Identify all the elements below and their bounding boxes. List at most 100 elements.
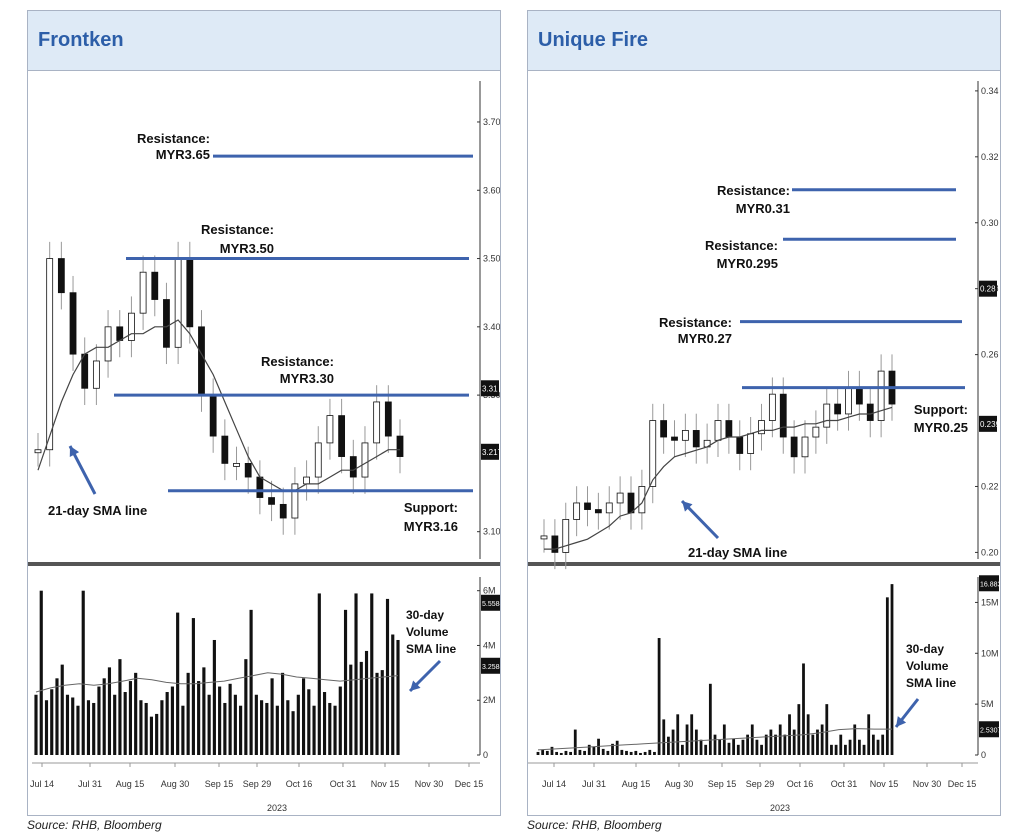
- price-candle: [128, 312, 135, 341]
- volume-bar: [634, 750, 638, 755]
- volume-bar: [186, 672, 190, 755]
- pane-separator: [528, 562, 1000, 566]
- volume-bar: [708, 683, 712, 755]
- price-candle: [714, 420, 722, 441]
- volume-bar: [853, 724, 857, 755]
- volume-bar: [76, 705, 80, 755]
- volume-bar: [606, 750, 610, 755]
- volume-bar: [844, 744, 847, 755]
- volume-bar: [727, 742, 731, 755]
- volume-bar: [44, 700, 49, 755]
- level-label: Resistance:: [659, 315, 732, 330]
- price-candle: [812, 426, 820, 438]
- price-candle: [845, 387, 852, 415]
- volume-bar: [296, 694, 300, 755]
- volume-tag-box: [481, 657, 500, 674]
- level-label: Support:: [404, 500, 458, 515]
- price-tick-label: 3.60: [483, 185, 500, 195]
- pane-separator: [28, 562, 500, 566]
- volume-bar: [871, 734, 875, 755]
- volume-bar: [667, 736, 670, 755]
- price-candle: [256, 476, 264, 498]
- date-tick-label: Aug 15: [116, 779, 145, 789]
- volume-bar: [322, 692, 327, 755]
- level-label: Support:: [914, 402, 968, 417]
- volume-annotation: SMA line: [906, 676, 957, 690]
- volume-bar: [60, 664, 64, 755]
- price-candle: [638, 486, 646, 514]
- price-candle: [551, 535, 559, 553]
- price-candle: [562, 519, 570, 553]
- volume-bar: [774, 734, 777, 755]
- volume-bar: [349, 664, 353, 755]
- volume-bar: [848, 739, 852, 755]
- volume-bar: [139, 700, 143, 755]
- volume-bar: [653, 751, 656, 755]
- price-candle: [116, 326, 124, 341]
- volume-bar: [370, 593, 374, 755]
- volume-bar: [569, 751, 573, 755]
- volume-annotation: 30-day: [406, 608, 444, 622]
- price-candle: [573, 502, 581, 520]
- volume-bar: [312, 705, 316, 755]
- volume-bar: [685, 724, 689, 755]
- volume-bar: [834, 744, 838, 755]
- price-candle: [747, 433, 755, 454]
- volume-bar: [713, 734, 717, 755]
- volume-tick-label: 5M: [981, 699, 994, 709]
- volume-tag-label: 3.2585M: [482, 664, 500, 671]
- volume-bar: [380, 670, 384, 755]
- volume-tick-label: 6M: [483, 586, 496, 596]
- volume-bar: [890, 584, 894, 755]
- level-value-label: MYR0.31: [736, 201, 790, 216]
- volume-bar: [857, 739, 861, 755]
- level-label: Resistance:: [705, 238, 778, 253]
- volume-bar: [811, 734, 815, 755]
- price-candle: [279, 503, 287, 519]
- price-tick-label: 0.26: [981, 350, 999, 360]
- price-tick-label: 0.34: [981, 86, 999, 96]
- volume-bar: [550, 746, 554, 755]
- volume-bar: [391, 634, 395, 755]
- volume-bar: [769, 729, 773, 755]
- price-tag-label: 0.239: [980, 420, 1000, 429]
- volume-bar: [233, 694, 237, 755]
- date-tick-label: Jul 14: [30, 779, 54, 789]
- unique-fire-chart: 0.340.320.300.280.260.220.200.280.239Res…: [528, 81, 1000, 813]
- volume-tag-label: 16.8831M: [980, 581, 1000, 588]
- volume-bar: [746, 734, 750, 755]
- volume-bar: [611, 743, 614, 755]
- volume-bar: [741, 739, 745, 755]
- volume-bar: [573, 729, 577, 755]
- volume-bar: [212, 639, 216, 755]
- frontken-header: Frontken: [28, 11, 500, 71]
- volume-bar: [144, 702, 148, 755]
- sma-arrow-head: [69, 446, 80, 457]
- date-tick-label: Oct 16: [787, 779, 814, 789]
- volume-tag-box: [979, 575, 999, 592]
- volume-bar: [564, 750, 568, 755]
- price-candle: [396, 435, 404, 457]
- volume-annotation: Volume: [406, 625, 449, 639]
- volume-arrow-head: [896, 716, 907, 727]
- sma-21-line: [37, 319, 400, 492]
- price-tick-label: 3.50: [483, 254, 500, 264]
- volume-bar: [354, 593, 358, 755]
- date-tick-label: Sep 29: [746, 779, 775, 789]
- volume-bar: [359, 661, 363, 755]
- price-candle: [616, 492, 624, 504]
- volume-sma-line: [537, 728, 892, 751]
- price-candle: [768, 393, 776, 421]
- level-value-label: MYR3.65: [156, 147, 210, 162]
- volume-bar: [648, 749, 652, 755]
- price-candle: [692, 430, 700, 448]
- price-candle: [221, 435, 229, 464]
- volume-bar: [722, 724, 726, 755]
- sma-21-line: [544, 406, 893, 550]
- frontken-panel: Frontken 3.703.603.503.403.303.103.313.2…: [27, 10, 501, 816]
- volume-bar: [657, 638, 661, 755]
- frontken-title: Frontken: [38, 29, 124, 51]
- volume-bar: [601, 748, 605, 755]
- volume-bar: [128, 681, 133, 755]
- price-candle: [790, 436, 798, 458]
